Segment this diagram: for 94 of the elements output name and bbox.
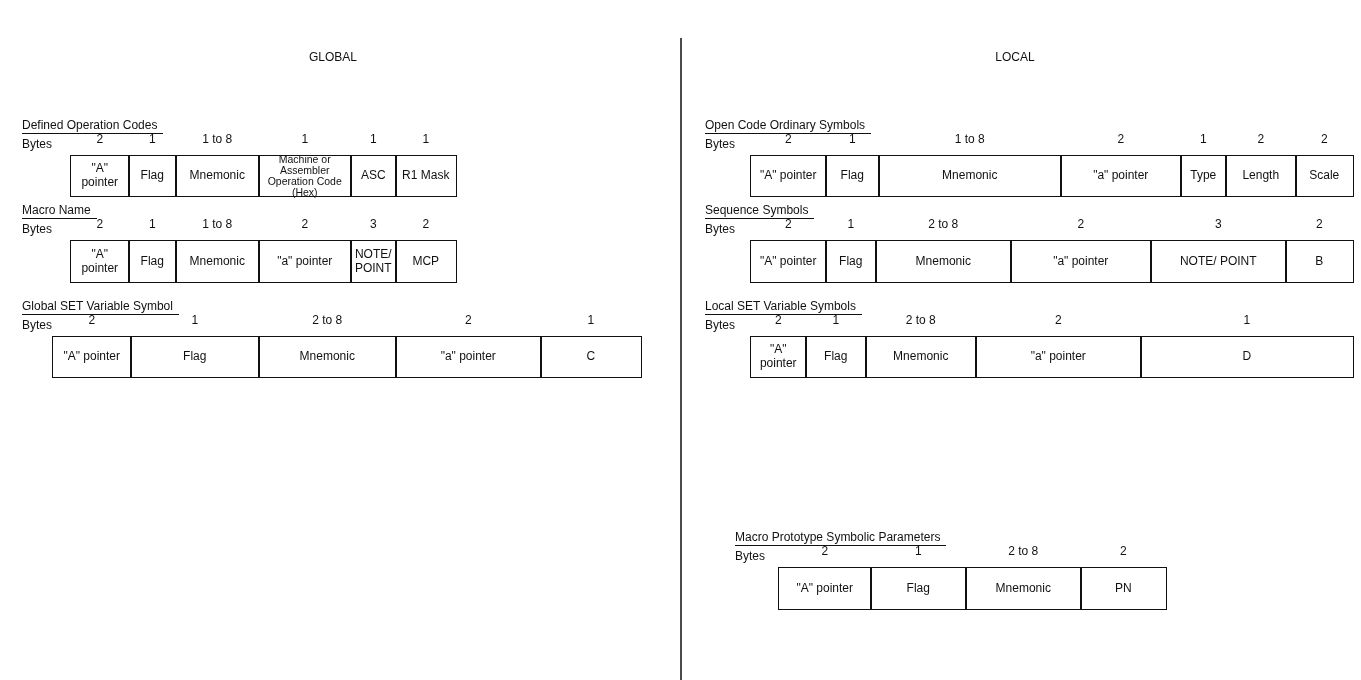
byte-count: 2 <box>1319 132 1329 146</box>
byte-count: 2 <box>783 217 793 231</box>
byte-count: 2 to 8 <box>927 217 960 231</box>
field-label: "A" pointer <box>62 350 122 364</box>
field-label: "A" pointer <box>758 343 798 371</box>
byte-count: 2 <box>820 544 830 558</box>
byte-count: 2 <box>783 132 793 146</box>
field-label: MCP <box>411 254 441 269</box>
field-label: "a" pointer <box>1029 350 1087 364</box>
field-label: Mnemonic <box>892 350 950 364</box>
field-label: D <box>1241 350 1253 364</box>
field-label: Flag <box>139 169 165 183</box>
field-label: "a" pointer <box>276 254 334 269</box>
byte-count: 2 <box>1314 217 1324 231</box>
byte-count: 2 <box>1256 132 1266 146</box>
byte-count: 2 <box>463 313 473 327</box>
field-label: R1 Mask <box>401 169 451 183</box>
byte-count: 2 <box>300 217 310 231</box>
byte-count: 2 to 8 <box>1007 544 1040 558</box>
field-label: Mnemonic <box>994 581 1052 596</box>
byte-count: 3 <box>1213 217 1223 231</box>
record-title: Open Code Ordinary Symbols <box>705 118 872 134</box>
record-title: Local SET Variable Symbols <box>705 299 862 315</box>
field-label: "A" pointer <box>758 254 818 269</box>
record-title: Defined Operation Codes <box>22 118 164 134</box>
field-label: "A" pointer <box>80 162 120 190</box>
field-label: NOTE/ POINT <box>353 247 393 276</box>
byte-count: 2 to 8 <box>311 313 344 327</box>
byte-count: 1 <box>147 132 157 146</box>
byte-count: 1 <box>368 132 378 146</box>
byte-count: 3 <box>368 217 378 231</box>
record-title: Macro Prototype Symbolic Parameters <box>735 530 947 546</box>
field-label: Type <box>1189 169 1218 183</box>
byte-count: 1 <box>586 313 596 327</box>
byte-count: 1 <box>190 313 200 327</box>
row-label: Bytes <box>735 549 765 563</box>
byte-count: 2 <box>421 217 431 231</box>
field-label: Flag <box>838 254 864 269</box>
byte-count: 2 <box>95 217 105 231</box>
field-label: Flag <box>182 350 208 364</box>
row-label: Bytes <box>22 222 52 236</box>
record-title: Global SET Variable Symbol <box>22 299 179 315</box>
field-label: "A" pointer <box>80 247 120 276</box>
byte-count: 2 <box>1053 313 1063 327</box>
field-label: PN <box>1113 581 1133 596</box>
field-label: Flag <box>905 581 931 596</box>
byte-count: 1 <box>421 132 431 146</box>
field-label: ASC <box>359 169 387 183</box>
row-label: Bytes <box>705 222 735 236</box>
byte-count: 1 <box>846 217 856 231</box>
byte-count: 1 <box>913 544 923 558</box>
row-label: Bytes <box>705 318 735 332</box>
field-label: Mnemonic <box>188 169 246 183</box>
byte-count: 2 <box>773 313 783 327</box>
byte-count: 2 <box>87 313 97 327</box>
byte-count: 1 <box>147 217 157 231</box>
byte-count: 1 <box>1242 313 1252 327</box>
byte-count: 2 <box>1076 217 1086 231</box>
field-label: Flag <box>839 169 865 183</box>
row-label: Bytes <box>22 137 52 151</box>
byte-count: 2 <box>1116 132 1126 146</box>
row-label: Bytes <box>705 137 735 151</box>
section-heading: LOCAL <box>995 50 1035 64</box>
byte-count: 1 <box>1198 132 1208 146</box>
byte-count: 2 to 8 <box>904 313 937 327</box>
field-label: Length <box>1241 169 1281 183</box>
field-label: C <box>585 350 597 364</box>
field-label: "A" pointer <box>758 169 818 183</box>
field-label: Flag <box>823 350 849 364</box>
byte-count: 2 <box>95 132 105 146</box>
byte-count: 1 <box>847 132 857 146</box>
byte-count: 1 to 8 <box>953 132 986 146</box>
field-label: Mnemonic <box>941 169 999 183</box>
field-label: "a" pointer <box>1052 254 1110 269</box>
byte-count: 1 <box>300 132 310 146</box>
byte-count: 2 <box>1118 544 1128 558</box>
field-label: Mnemonic <box>298 350 356 364</box>
row-label: Bytes <box>22 318 52 332</box>
field-label: Machine or Assembler Operation Code (Hex) <box>266 153 343 199</box>
field-label: B <box>1314 254 1325 269</box>
field-label: Flag <box>139 254 165 269</box>
field-label: "A" pointer <box>795 581 855 596</box>
field-label: "a" pointer <box>1092 169 1150 183</box>
byte-count: 1 <box>831 313 841 327</box>
record-title: Macro Name <box>22 203 97 219</box>
field-label: Mnemonic <box>188 254 246 269</box>
section-heading: GLOBAL <box>309 50 357 64</box>
field-label: NOTE/ POINT <box>1178 254 1258 269</box>
field-label: Mnemonic <box>914 254 972 269</box>
field-label: Scale <box>1308 169 1341 183</box>
field-label: "a" pointer <box>439 350 497 364</box>
byte-count: 1 to 8 <box>201 217 234 231</box>
byte-count: 1 to 8 <box>201 132 234 146</box>
record-title: Sequence Symbols <box>705 203 815 219</box>
